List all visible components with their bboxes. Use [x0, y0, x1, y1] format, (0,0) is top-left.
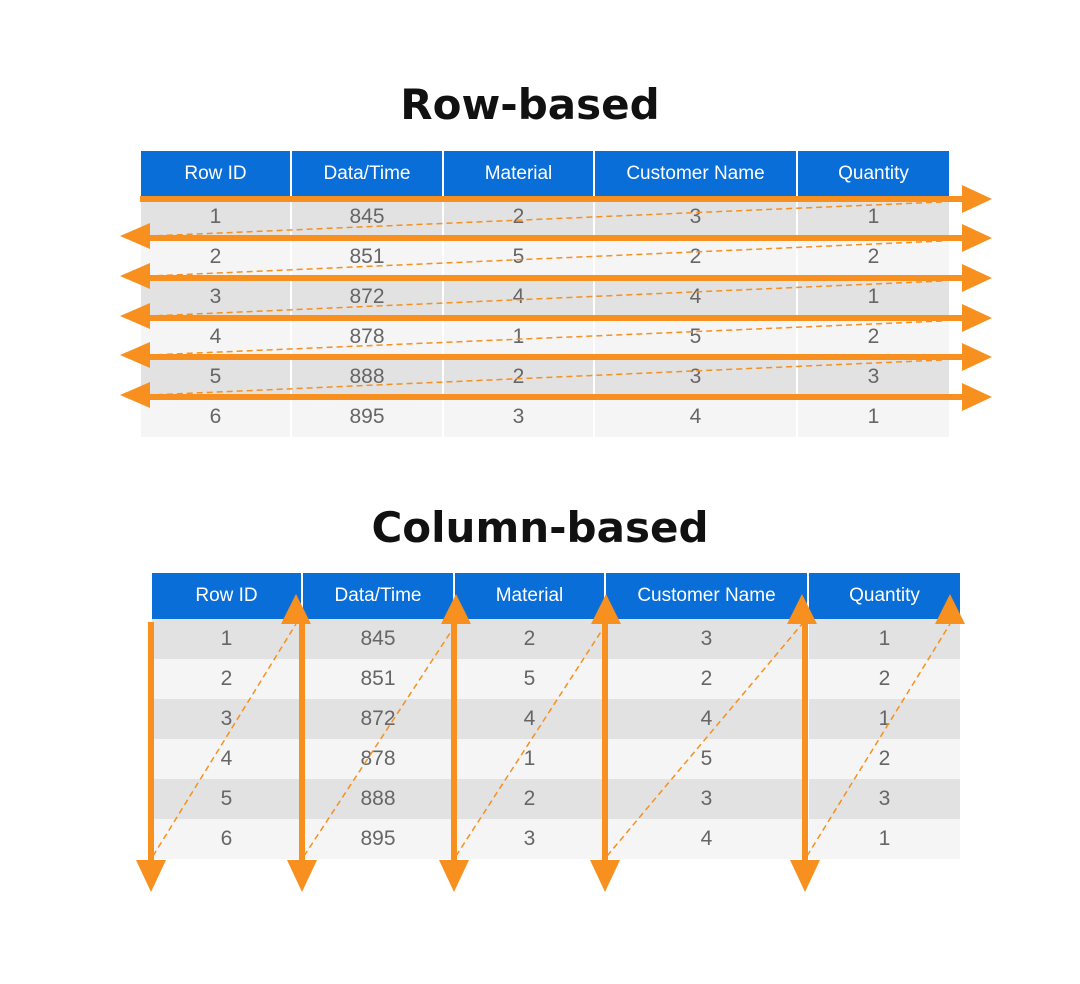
cell-row-id: 6 — [150, 819, 303, 859]
table-row: 4 878 1 5 2 — [150, 739, 962, 779]
table-row: 1 845 2 3 1 — [150, 619, 962, 659]
cell-quantity: 2 — [796, 237, 951, 277]
header-row-id: Row ID — [139, 151, 292, 197]
cell-row-id: 2 — [150, 659, 303, 699]
cell-material: 5 — [442, 237, 595, 277]
cell-quantity: 1 — [796, 397, 951, 437]
cell-row-id: 3 — [139, 277, 292, 317]
cell-data-time: 872 — [301, 699, 455, 739]
header-quantity: Quantity — [796, 151, 951, 197]
cell-row-id: 5 — [150, 779, 303, 819]
table-row: 4 878 1 5 2 — [139, 317, 951, 357]
cell-material: 1 — [442, 317, 595, 357]
cell-quantity: 2 — [807, 659, 962, 699]
column-scan-arrow-head-down — [790, 860, 820, 892]
cell-quantity: 1 — [807, 699, 962, 739]
cell-customer-name: 3 — [604, 619, 809, 659]
column-scan-arrow-head-down — [590, 860, 620, 892]
cell-material: 2 — [453, 779, 606, 819]
cell-customer-name: 4 — [593, 277, 798, 317]
cell-material: 4 — [442, 277, 595, 317]
cell-material: 2 — [442, 357, 595, 397]
cell-data-time: 851 — [301, 659, 455, 699]
header-row: Row ID Data/Time Material Customer Name … — [139, 151, 951, 197]
column-scan-arrow-head-down — [136, 860, 166, 892]
cell-customer-name: 4 — [593, 397, 798, 437]
column-scan-arrow-head-down — [287, 860, 317, 892]
column-based-title: Column-based — [371, 503, 709, 552]
table-row: 3 872 4 4 1 — [139, 277, 951, 317]
column-based-table: Row ID Data/Time Material Customer Name … — [150, 573, 962, 859]
column-scan-arrow-head-down — [439, 860, 469, 892]
header-quantity: Quantity — [807, 573, 962, 619]
row-based-title: Row-based — [400, 80, 660, 129]
header-material: Material — [442, 151, 595, 197]
row-scan-arrow-head-right — [962, 383, 992, 411]
cell-customer-name: 2 — [593, 237, 798, 277]
table-row: 5 888 2 3 3 — [150, 779, 962, 819]
table-row: 2 851 5 2 2 — [139, 237, 951, 277]
cell-row-id: 1 — [139, 197, 292, 237]
cell-material: 3 — [453, 819, 606, 859]
cell-row-id: 3 — [150, 699, 303, 739]
header-customer-name: Customer Name — [604, 573, 809, 619]
cell-customer-name: 2 — [604, 659, 809, 699]
cell-customer-name: 4 — [604, 699, 809, 739]
cell-quantity: 1 — [796, 197, 951, 237]
cell-material: 2 — [453, 619, 606, 659]
cell-row-id: 2 — [139, 237, 292, 277]
row-scan-arrow-head-right — [962, 304, 992, 332]
cell-customer-name: 4 — [604, 819, 809, 859]
cell-row-id: 1 — [150, 619, 303, 659]
cell-material: 3 — [442, 397, 595, 437]
cell-material: 2 — [442, 197, 595, 237]
cell-material: 1 — [453, 739, 606, 779]
cell-data-time: 872 — [290, 277, 444, 317]
cell-quantity: 3 — [807, 779, 962, 819]
cell-data-time: 895 — [290, 397, 444, 437]
cell-row-id: 4 — [139, 317, 292, 357]
cell-customer-name: 5 — [593, 317, 798, 357]
cell-customer-name: 5 — [604, 739, 809, 779]
table-row: 6 895 3 4 1 — [139, 397, 951, 437]
table-row: 5 888 2 3 3 — [139, 357, 951, 397]
table-row: 1 845 2 3 1 — [139, 197, 951, 237]
cell-data-time: 845 — [290, 197, 444, 237]
table-row: 2 851 5 2 2 — [150, 659, 962, 699]
cell-data-time: 878 — [301, 739, 455, 779]
row-scan-arrow-head-right — [962, 264, 992, 292]
table-row: 6 895 3 4 1 — [150, 819, 962, 859]
row-scan-arrow-head-right — [962, 224, 992, 252]
header-material: Material — [453, 573, 606, 619]
header-row-id: Row ID — [150, 573, 303, 619]
cell-customer-name: 3 — [604, 779, 809, 819]
cell-data-time: 878 — [290, 317, 444, 357]
cell-data-time: 845 — [301, 619, 455, 659]
cell-quantity: 2 — [796, 317, 951, 357]
cell-row-id: 6 — [139, 397, 292, 437]
cell-data-time: 888 — [290, 357, 444, 397]
header-data-time: Data/Time — [301, 573, 455, 619]
cell-customer-name: 3 — [593, 357, 798, 397]
cell-material: 4 — [453, 699, 606, 739]
cell-quantity: 1 — [796, 277, 951, 317]
cell-data-time: 895 — [301, 819, 455, 859]
cell-data-time: 851 — [290, 237, 444, 277]
cell-quantity: 2 — [807, 739, 962, 779]
cell-row-id: 5 — [139, 357, 292, 397]
row-scan-arrow-head-right — [962, 343, 992, 371]
cell-data-time: 888 — [301, 779, 455, 819]
cell-material: 5 — [453, 659, 606, 699]
cell-quantity: 3 — [796, 357, 951, 397]
table-row: 3 872 4 4 1 — [150, 699, 962, 739]
cell-customer-name: 3 — [593, 197, 798, 237]
row-scan-arrow-head-right — [962, 185, 992, 213]
row-based-table: Row ID Data/Time Material Customer Name … — [139, 151, 951, 437]
cell-quantity: 1 — [807, 819, 962, 859]
cell-row-id: 4 — [150, 739, 303, 779]
header-data-time: Data/Time — [290, 151, 444, 197]
header-row: Row ID Data/Time Material Customer Name … — [150, 573, 962, 619]
cell-quantity: 1 — [807, 619, 962, 659]
header-customer-name: Customer Name — [593, 151, 798, 197]
